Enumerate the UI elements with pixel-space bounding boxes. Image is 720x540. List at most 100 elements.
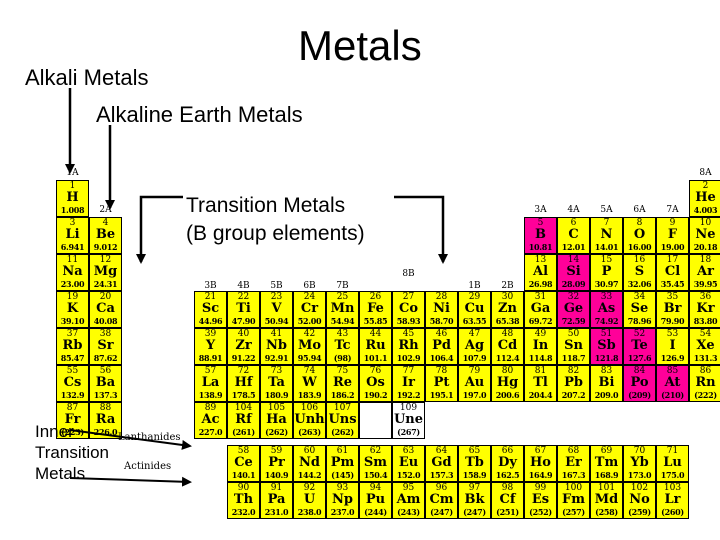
atomic-number: 77 [402, 366, 415, 376]
element-symbol: Pu [365, 492, 386, 507]
atomic-number: 8 [636, 218, 643, 228]
atomic-number: 44 [369, 329, 382, 339]
element-symbol: B [535, 227, 546, 242]
element-symbol: Ta [268, 375, 285, 390]
element-symbol: Br [663, 301, 682, 316]
element-symbol: Sn [564, 338, 583, 353]
atomic-number: 19 [66, 292, 79, 302]
atomic-mass: 112.4 [495, 353, 520, 363]
element-symbol: No [629, 492, 650, 507]
element-symbol: Lu [663, 455, 682, 470]
transition-metals-line-1: Transition Metals [186, 194, 346, 217]
atomic-number: 34 [633, 292, 646, 302]
atomic-mass: (247) [430, 507, 453, 517]
atomic-mass: 126.9 [660, 353, 685, 363]
element-symbol: Nd [299, 455, 320, 470]
atomic-mass: 10.81 [528, 242, 553, 252]
group-label-8b: 8B [402, 269, 415, 279]
element-symbol: Sc [201, 301, 220, 316]
atomic-number: 98 [501, 483, 514, 493]
atomic-mass: 9.012 [93, 242, 118, 252]
atomic-number: 57 [204, 366, 217, 376]
atomic-mass: 28.09 [561, 279, 586, 289]
transition-arrow-right [394, 195, 448, 264]
atomic-number: 23 [270, 292, 283, 302]
atomic-mass: 237.0 [330, 507, 355, 517]
element-symbol: Ge [563, 301, 584, 316]
atomic-number: 11 [66, 255, 79, 265]
atomic-mass: (209) [628, 390, 651, 400]
alkaline-earth-metals-label: Alkaline Earth Metals [96, 102, 303, 127]
atomic-mass: 39.10 [60, 316, 85, 326]
atomic-mass: 138.9 [198, 390, 223, 400]
atomic-number: 81 [534, 366, 547, 376]
element-symbol: Ga [530, 301, 551, 316]
element-symbol: Sb [597, 338, 616, 353]
element-symbol: Er [565, 455, 582, 470]
atomic-mass: 207.2 [561, 390, 586, 400]
group-label-7a: 7A [666, 205, 679, 215]
atomic-mass: 157.3 [429, 470, 454, 480]
atomic-mass: (260) [661, 507, 684, 517]
atomic-number: 89 [204, 403, 217, 413]
element-symbol: Po [630, 375, 649, 390]
atomic-number: 42 [303, 329, 316, 339]
atomic-mass: 83.80 [693, 316, 718, 326]
atomic-mass: 232.0 [231, 507, 256, 517]
atomic-number: 33 [600, 292, 613, 302]
atomic-mass: 40.08 [93, 316, 118, 326]
atomic-number: 48 [501, 329, 514, 339]
atomic-mass: 26.98 [528, 279, 553, 289]
atomic-number: 41 [270, 329, 283, 339]
atomic-number: 80 [501, 366, 514, 376]
atomic-number: 18 [699, 255, 712, 265]
atomic-number: 87 [66, 403, 79, 413]
atomic-mass: 52.00 [297, 316, 322, 326]
atomic-number: 4 [102, 218, 109, 228]
element-symbol: Yb [630, 455, 649, 470]
element-symbol: Be [95, 227, 116, 242]
atomic-mass: (262) [331, 427, 354, 437]
atomic-mass: 63.55 [462, 316, 487, 326]
element-symbol: Ac [201, 412, 220, 427]
atomic-mass: 102.9 [396, 353, 421, 363]
atomic-number: 39 [204, 329, 217, 339]
element-symbol: Unh [294, 412, 325, 427]
slide-title: Metals [298, 22, 422, 69]
atomic-number: 40 [237, 329, 250, 339]
element-symbol: Cu [464, 301, 485, 316]
element-symbol: Tm [594, 455, 619, 470]
atomic-number: 53 [666, 329, 679, 339]
atomic-number: 21 [204, 292, 217, 302]
atomic-number: 2 [702, 181, 709, 191]
atomic-mass: 209.0 [594, 390, 619, 400]
atomic-number: 66 [501, 446, 514, 456]
atomic-mass: 19.00 [660, 242, 685, 252]
